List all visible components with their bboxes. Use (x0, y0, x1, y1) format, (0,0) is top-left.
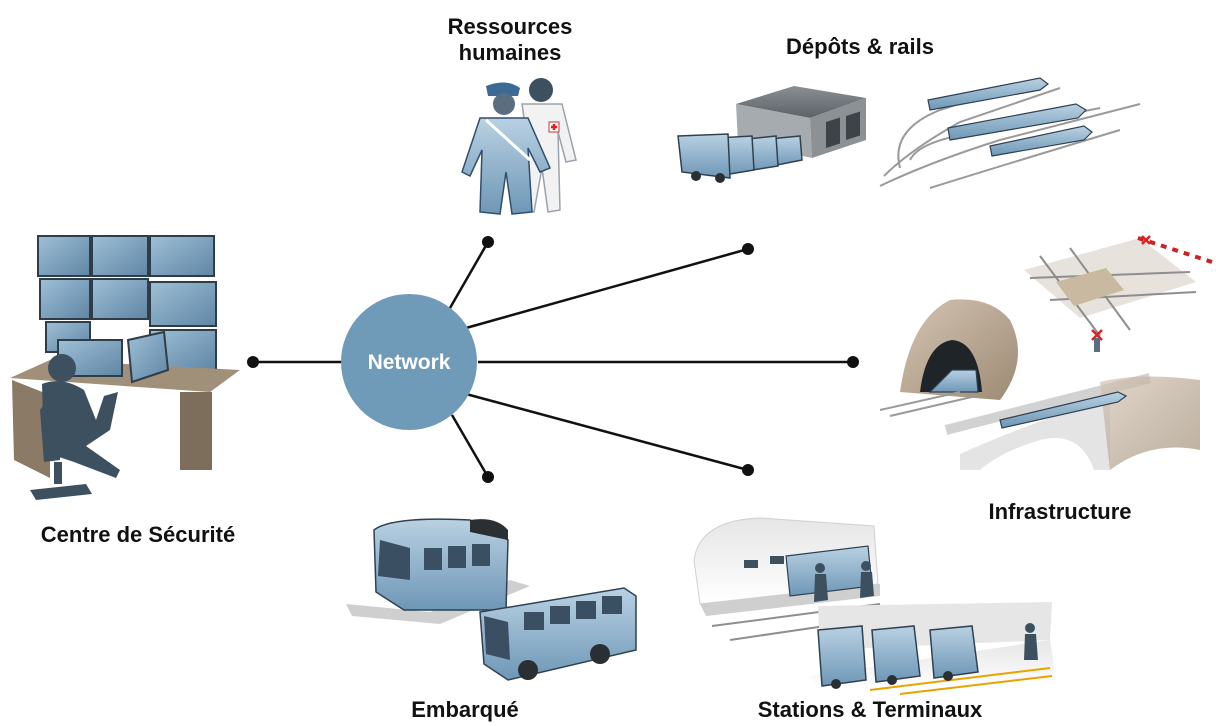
endpoint-dot (247, 356, 259, 368)
link-human-resources (448, 241, 490, 309)
endpoint-dot (742, 243, 754, 255)
endpoint-dot (847, 356, 859, 368)
connector-endpoints (247, 236, 859, 483)
endpoint-dot (742, 464, 754, 476)
tunnel-crossing-bridge-icon (879, 235, 1213, 470)
security-center-label: Centre de Sécurité (40, 522, 236, 547)
station-platform-bus-terminal-icon (693, 517, 1056, 695)
depot-and-rail-yard-icon (677, 77, 1141, 189)
train-and-bus-icon (346, 518, 637, 681)
human-resources-label: Ressources humaines (447, 14, 573, 65)
link-onboard (450, 414, 490, 478)
endpoint-dot (482, 236, 494, 248)
link-depots-rails (465, 247, 749, 330)
infrastructure-label: Infrastructure (988, 499, 1132, 524)
network-hub (341, 294, 477, 430)
staff-guard-medic-icon (461, 78, 577, 215)
network-hub-label: Network (367, 351, 451, 374)
connector-lines (253, 241, 853, 478)
operator-monitor-wall-icon (10, 235, 240, 500)
depots-rails-label: Dépôts & rails (786, 34, 934, 59)
link-stations-terminals (465, 392, 749, 472)
onboard-label: Embarqué (411, 697, 519, 722)
endpoint-dot (482, 471, 494, 483)
stations-terminals-label: Stations & Terminaux (757, 697, 983, 722)
